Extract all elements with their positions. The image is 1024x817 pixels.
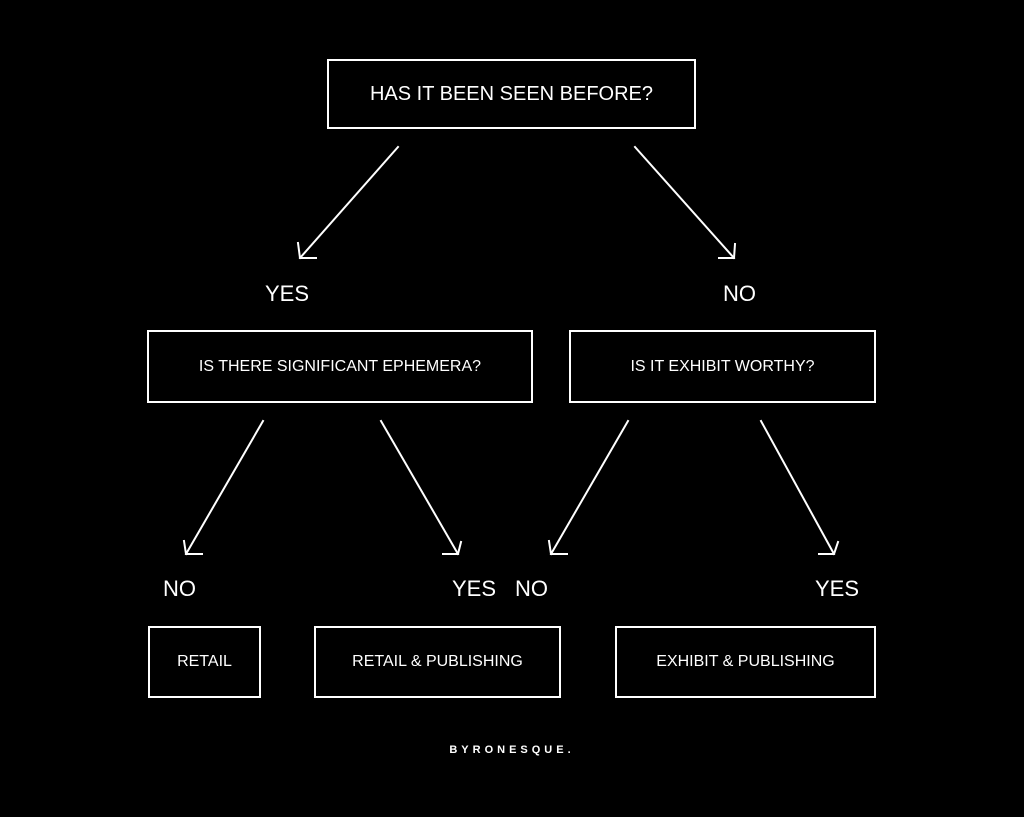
- outcome-exhibit-publishing: EXHIBIT & PUBLISHING: [615, 626, 876, 698]
- outcome-retail: RETAIL: [148, 626, 261, 698]
- question-significant-ephemera-label: IS THERE SIGNIFICANT EPHEMERA?: [198, 357, 482, 375]
- branch-label-root-no: NO: [723, 281, 756, 306]
- outcome-exhibit-publishing-label: EXHIBIT & PUBLISHING: [656, 653, 835, 670]
- question-seen-before-label: HAS IT BEEN SEEN BEFORE?: [369, 82, 654, 105]
- outcome-retail-publishing-label: RETAIL & PUBLISHING: [352, 653, 523, 670]
- arrow-left-no: [182, 419, 265, 556]
- brand-logo: BYRONESQUE.: [449, 744, 575, 756]
- arrow-right-no: [547, 419, 630, 556]
- question-significant-ephemera: IS THERE SIGNIFICANT EPHEMERA?: [147, 330, 533, 403]
- question-exhibit-worthy-label: IS IT EXHIBIT WORTHY?: [630, 357, 815, 375]
- arrow-left-yes: [379, 419, 463, 556]
- outcome-retail-publishing: RETAIL & PUBLISHING: [314, 626, 561, 698]
- arrow-right-yes: [759, 419, 840, 556]
- question-exhibit-worthy: IS IT EXHIBIT WORTHY?: [569, 330, 876, 403]
- branch-label-left-yes: YES: [452, 576, 497, 601]
- branch-label-right-no: NO: [515, 576, 548, 601]
- outcome-retail-label: RETAIL: [177, 653, 232, 670]
- branch-label-left-no: NO: [163, 576, 196, 601]
- arrow-root-no: [633, 145, 737, 260]
- arrow-root-yes: [296, 145, 400, 260]
- branch-label-root-yes: YES: [265, 281, 310, 306]
- question-seen-before: HAS IT BEEN SEEN BEFORE?: [327, 59, 696, 129]
- branch-label-right-yes: YES: [815, 576, 860, 601]
